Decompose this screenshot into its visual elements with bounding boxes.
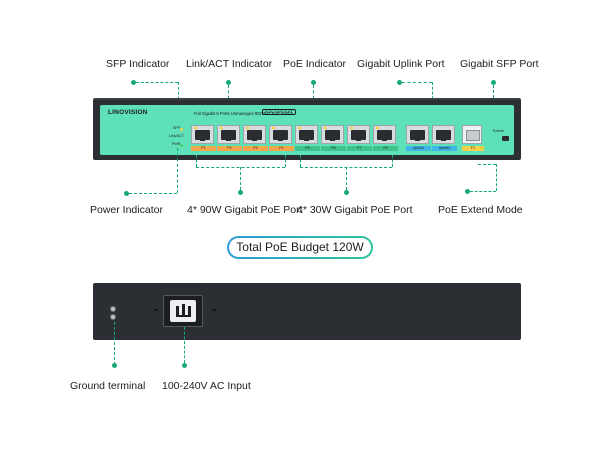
poe-indicator-dot xyxy=(311,80,316,85)
strip-p4: P4 xyxy=(269,146,294,151)
rear-mount-hole xyxy=(154,309,158,311)
gigabit-sfp-port-label: Gigabit SFP Port xyxy=(460,58,539,70)
ac-pin-center xyxy=(182,304,185,316)
poe-30w-bracket-left xyxy=(300,155,301,167)
ac-input-leader xyxy=(184,327,185,363)
port-p1 xyxy=(191,125,214,144)
link-act-indicator-label: Link/ACT Indicator xyxy=(186,58,273,70)
port-led xyxy=(376,127,379,129)
port-led xyxy=(350,127,353,129)
gigabit-uplink-port-dot xyxy=(397,80,402,85)
gigabit-sfp-port-dot xyxy=(491,80,496,85)
port-led xyxy=(194,127,197,129)
strip-p6: P6 xyxy=(321,146,346,151)
strip-p2: P2 xyxy=(217,146,242,151)
port-p8 xyxy=(373,125,396,144)
port-p4 xyxy=(269,125,292,144)
poe-90w-dot xyxy=(238,190,243,195)
strip-uplink-2: Uplink2 xyxy=(432,146,457,151)
poe-extend-leader-v xyxy=(496,164,497,191)
ac-pin-base xyxy=(176,315,191,317)
switch-description: Full Gigabit 8 Ports Unmanaged 802.3BT P… xyxy=(194,111,294,116)
poe-indicator-label: PoE Indicator xyxy=(283,58,347,70)
ground-terminal-dot xyxy=(112,363,117,368)
strip-p7: P7 xyxy=(347,146,372,151)
port-uplink-2 xyxy=(432,125,455,144)
rear-chassis xyxy=(93,283,521,340)
extend-switch xyxy=(502,136,509,141)
sfp-port xyxy=(462,125,482,144)
port-led xyxy=(298,127,301,129)
link-act-indicator-dot xyxy=(226,80,231,85)
model-badge: POE-SW508-BT xyxy=(262,109,296,115)
sfp-indicator-leader-h xyxy=(136,82,178,83)
strip-uplink-1: Uplink1 xyxy=(406,146,431,151)
extend-label: Extend xyxy=(493,129,504,133)
port-led xyxy=(220,127,223,129)
port-led xyxy=(246,127,249,129)
led-label-link-act: Link/ACT xyxy=(169,134,184,138)
poe-30w-leader xyxy=(346,167,347,190)
poe-30w-label: 4* 30W Gigabit PoE Port xyxy=(297,204,413,216)
sfp-led xyxy=(180,128,183,131)
gigabit-sfp-port-leader-v xyxy=(493,85,494,108)
strip-p5: P5 xyxy=(295,146,320,151)
ground-terminal-leader xyxy=(114,322,115,365)
strip-sfp: F1 xyxy=(462,146,484,151)
brand-logo: LINOVISION xyxy=(108,109,148,116)
led-label-sfp: SFP xyxy=(173,126,180,130)
port-led xyxy=(272,127,275,129)
strip-p8: P8 xyxy=(373,146,398,151)
gigabit-uplink-port-leader-h1 xyxy=(402,82,432,83)
strip-p3: P3 xyxy=(243,146,268,151)
ac-pin-right xyxy=(188,306,191,316)
ac-pin-left xyxy=(176,306,179,316)
poe-90w-bracket-right xyxy=(285,155,286,167)
sfp-indicator-label: SFP Indicator xyxy=(106,58,170,70)
port-p7 xyxy=(347,125,370,144)
port-p2 xyxy=(217,125,240,144)
port-led xyxy=(324,127,327,129)
sfp-indicator-dot xyxy=(131,80,136,85)
power-indicator-leader-v xyxy=(177,148,178,193)
poe-extend-dot xyxy=(465,189,470,194)
poe-30w-dot xyxy=(344,190,349,195)
ground-terminal-label: Ground terminal xyxy=(70,380,146,392)
power-indicator-leader-h xyxy=(129,193,177,194)
gigabit-uplink-port-label: Gigabit Uplink Port xyxy=(357,58,445,70)
power-indicator-label: Power Indicator xyxy=(90,204,163,216)
strip-p1: P1 xyxy=(191,146,216,151)
port-p3 xyxy=(243,125,266,144)
poe-budget-badge: Total PoE Budget 120W xyxy=(227,236,373,259)
power-indicator-dot xyxy=(124,191,129,196)
port-p5 xyxy=(295,125,318,144)
power-led xyxy=(180,144,183,147)
poe-budget-text: Total PoE Budget 120W xyxy=(229,238,371,257)
ac-input-dot xyxy=(182,363,187,368)
port-p6 xyxy=(321,125,344,144)
ground-screw-top xyxy=(110,306,116,312)
port-uplink-1 xyxy=(406,125,429,144)
ac-input-label: 100-240V AC Input xyxy=(162,380,251,392)
poe-extend-leader-h2 xyxy=(470,191,496,192)
poe-90w-label: 4* 90W Gigabit PoE Port xyxy=(187,204,303,216)
led-label-pwr: PWR xyxy=(172,142,181,146)
poe-30w-bracket-right xyxy=(392,155,393,167)
poe-90w-bracket-left xyxy=(196,155,197,167)
poe-90w-leader xyxy=(240,167,241,190)
poe-extend-leader-h xyxy=(478,164,496,165)
rear-mount-hole xyxy=(212,309,216,311)
poe-extend-mode-label: PoE Extend Mode xyxy=(438,204,523,216)
ground-screw-bottom xyxy=(110,314,116,320)
gigabit-uplink-port-leader-v xyxy=(432,82,433,104)
